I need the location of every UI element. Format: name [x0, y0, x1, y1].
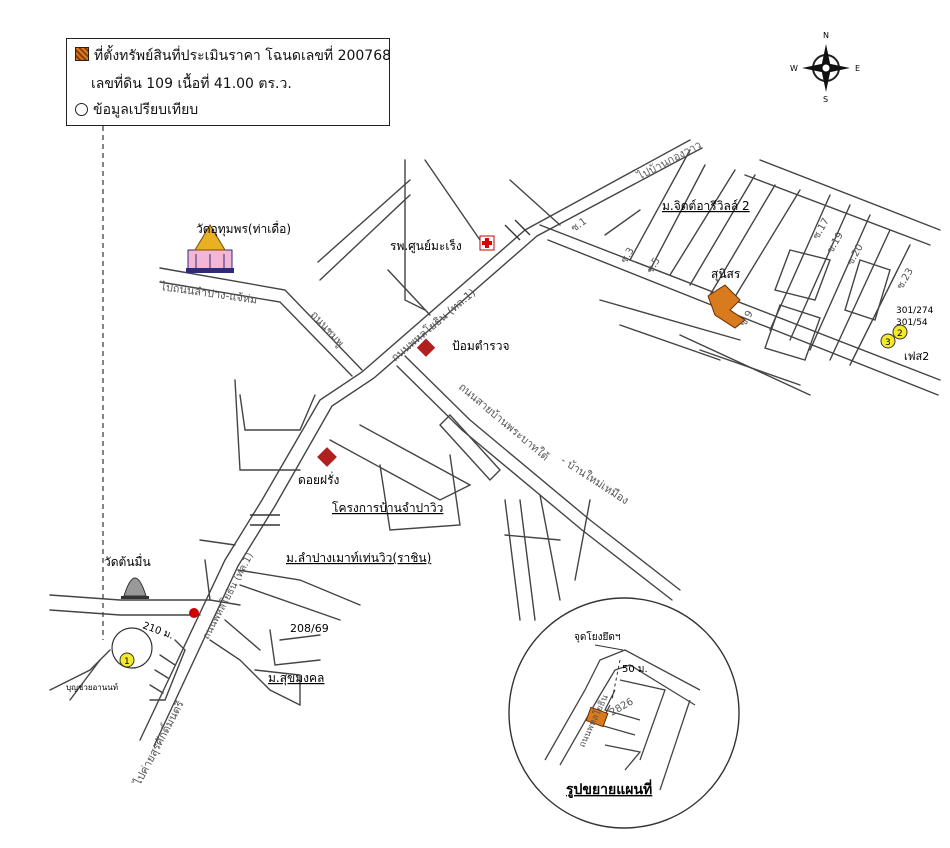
comparable-1-label: 1: [124, 657, 130, 667]
label-wat-ton-muen: วัดต้นมื่น: [104, 553, 151, 569]
legend-subject: ที่ตั้งทรัพย์สินที่ประเมินราคา โฉนดเลขที…: [75, 45, 391, 67]
label-soi3: ซ.3: [619, 246, 637, 266]
label-project: โครงการบ้านจำปาวิว: [332, 501, 443, 515]
stupa-icon: [121, 577, 149, 599]
label-ban-mai: - บ้านใหม่เหมือง: [558, 454, 631, 508]
comparable-circle-icon: [75, 103, 88, 116]
label-inset-start: จุดโยงยึดฯ: [574, 630, 620, 643]
label-inset-title: รูปขยายแผนที่: [566, 779, 652, 798]
legend-subject-detail: เลขที่ดิน 109 เนื้อที่ 41.00 ตร.ว.: [91, 73, 292, 95]
label-sunisa: สุนิสร: [711, 267, 741, 282]
label-road-small: ถนนชมพู: [308, 308, 347, 349]
label-soi5: ซ.5: [645, 256, 663, 276]
comparable-2-icon: [892, 324, 908, 340]
label-to-kawalao: ไปบ้านกองวาว: [634, 138, 703, 183]
label-doi-fang: ดอยฝรั่ง: [298, 471, 339, 487]
doi-fang-icon: [317, 447, 337, 467]
hospital-icon: [479, 235, 495, 251]
compass-south: S: [823, 95, 828, 104]
label-dist-210: 210 ม.: [141, 620, 175, 641]
label-to-surasak: ไปค่ายสุรศักดิ์มนตรี: [129, 698, 187, 789]
label-inset-dist: 50 ม.: [622, 664, 648, 675]
label-soi9: ซ.9: [738, 309, 756, 329]
label-police: ป้อมตำรวจ: [452, 339, 509, 353]
label-sukmongkol: ม.สุขมงคล: [268, 671, 324, 686]
label-wat-tha: วัดอุทุมพร(ท่าเดื่อ): [196, 220, 291, 237]
label-num-301-54: 301/54: [896, 318, 928, 328]
label-soi17: ซ.17: [811, 216, 832, 241]
bridge-markers: [250, 219, 531, 526]
label-lampang-mansion: ม.ลำปางเมาท์เท่นวิว(ราชิน): [286, 551, 431, 565]
label-num-208: 208/69: [290, 622, 329, 635]
map-legend: ที่ตั้งทรัพย์สินที่ประเมินราคา โฉนดเลขที…: [66, 38, 391, 126]
comparable-3-label: 3: [885, 338, 891, 348]
red-cross-icon: [189, 608, 199, 618]
main-highway-b: [153, 147, 703, 747]
road-network: [49, 139, 941, 747]
label-soi1: ซ.1: [569, 216, 589, 234]
legend-subject-detail-text: เลขที่ดิน 109 เนื้อที่ 41.00 ตร.ว.: [91, 76, 292, 92]
subject-swatch-icon: [75, 47, 89, 61]
compass-east: E: [855, 64, 860, 73]
inset-subject-icon: [585, 706, 609, 728]
inset-map: [508, 597, 740, 829]
police-box-icon: [416, 338, 436, 357]
label-soi-ban: บุญช่วยอานนท์: [66, 682, 118, 692]
label-soi19: ซ.19: [825, 230, 846, 255]
label-road-lampang: ไปถนนลำปาง-แจ้ห่ม: [159, 280, 259, 307]
compass-rose-icon: N S E W: [790, 31, 860, 104]
label-phase2: เฟส2: [904, 350, 929, 363]
label-hospital: รพ.ศูนย์มะเร็ง: [390, 238, 462, 254]
temple-icon: [186, 224, 234, 273]
comparable-3-icon: [880, 333, 896, 349]
legend-comparable: ข้อมูลเปรียบเทียบ: [75, 99, 198, 121]
label-jitra-villa: ม.จิตต์อารีวิลล์ 2: [662, 199, 750, 213]
comparable-2-label: 2: [897, 329, 903, 339]
compass-west: W: [790, 64, 798, 73]
sunisa-property-icon: [707, 284, 746, 329]
sw-highlight-circle: [111, 627, 153, 669]
legend-subject-text: ที่ตั้งทรัพย์สินที่ประเมินราคา โฉนดเลขที…: [94, 48, 392, 64]
label-road-south: ถนนสายบ้านพระบาทใต้: [456, 380, 551, 463]
compass-north: N: [823, 31, 829, 40]
label-soi20: ซ.20: [845, 242, 866, 267]
label-num-301-274: 301/274: [896, 306, 934, 316]
legend-comparable-text: ข้อมูลเปรียบเทียบ: [93, 102, 199, 118]
